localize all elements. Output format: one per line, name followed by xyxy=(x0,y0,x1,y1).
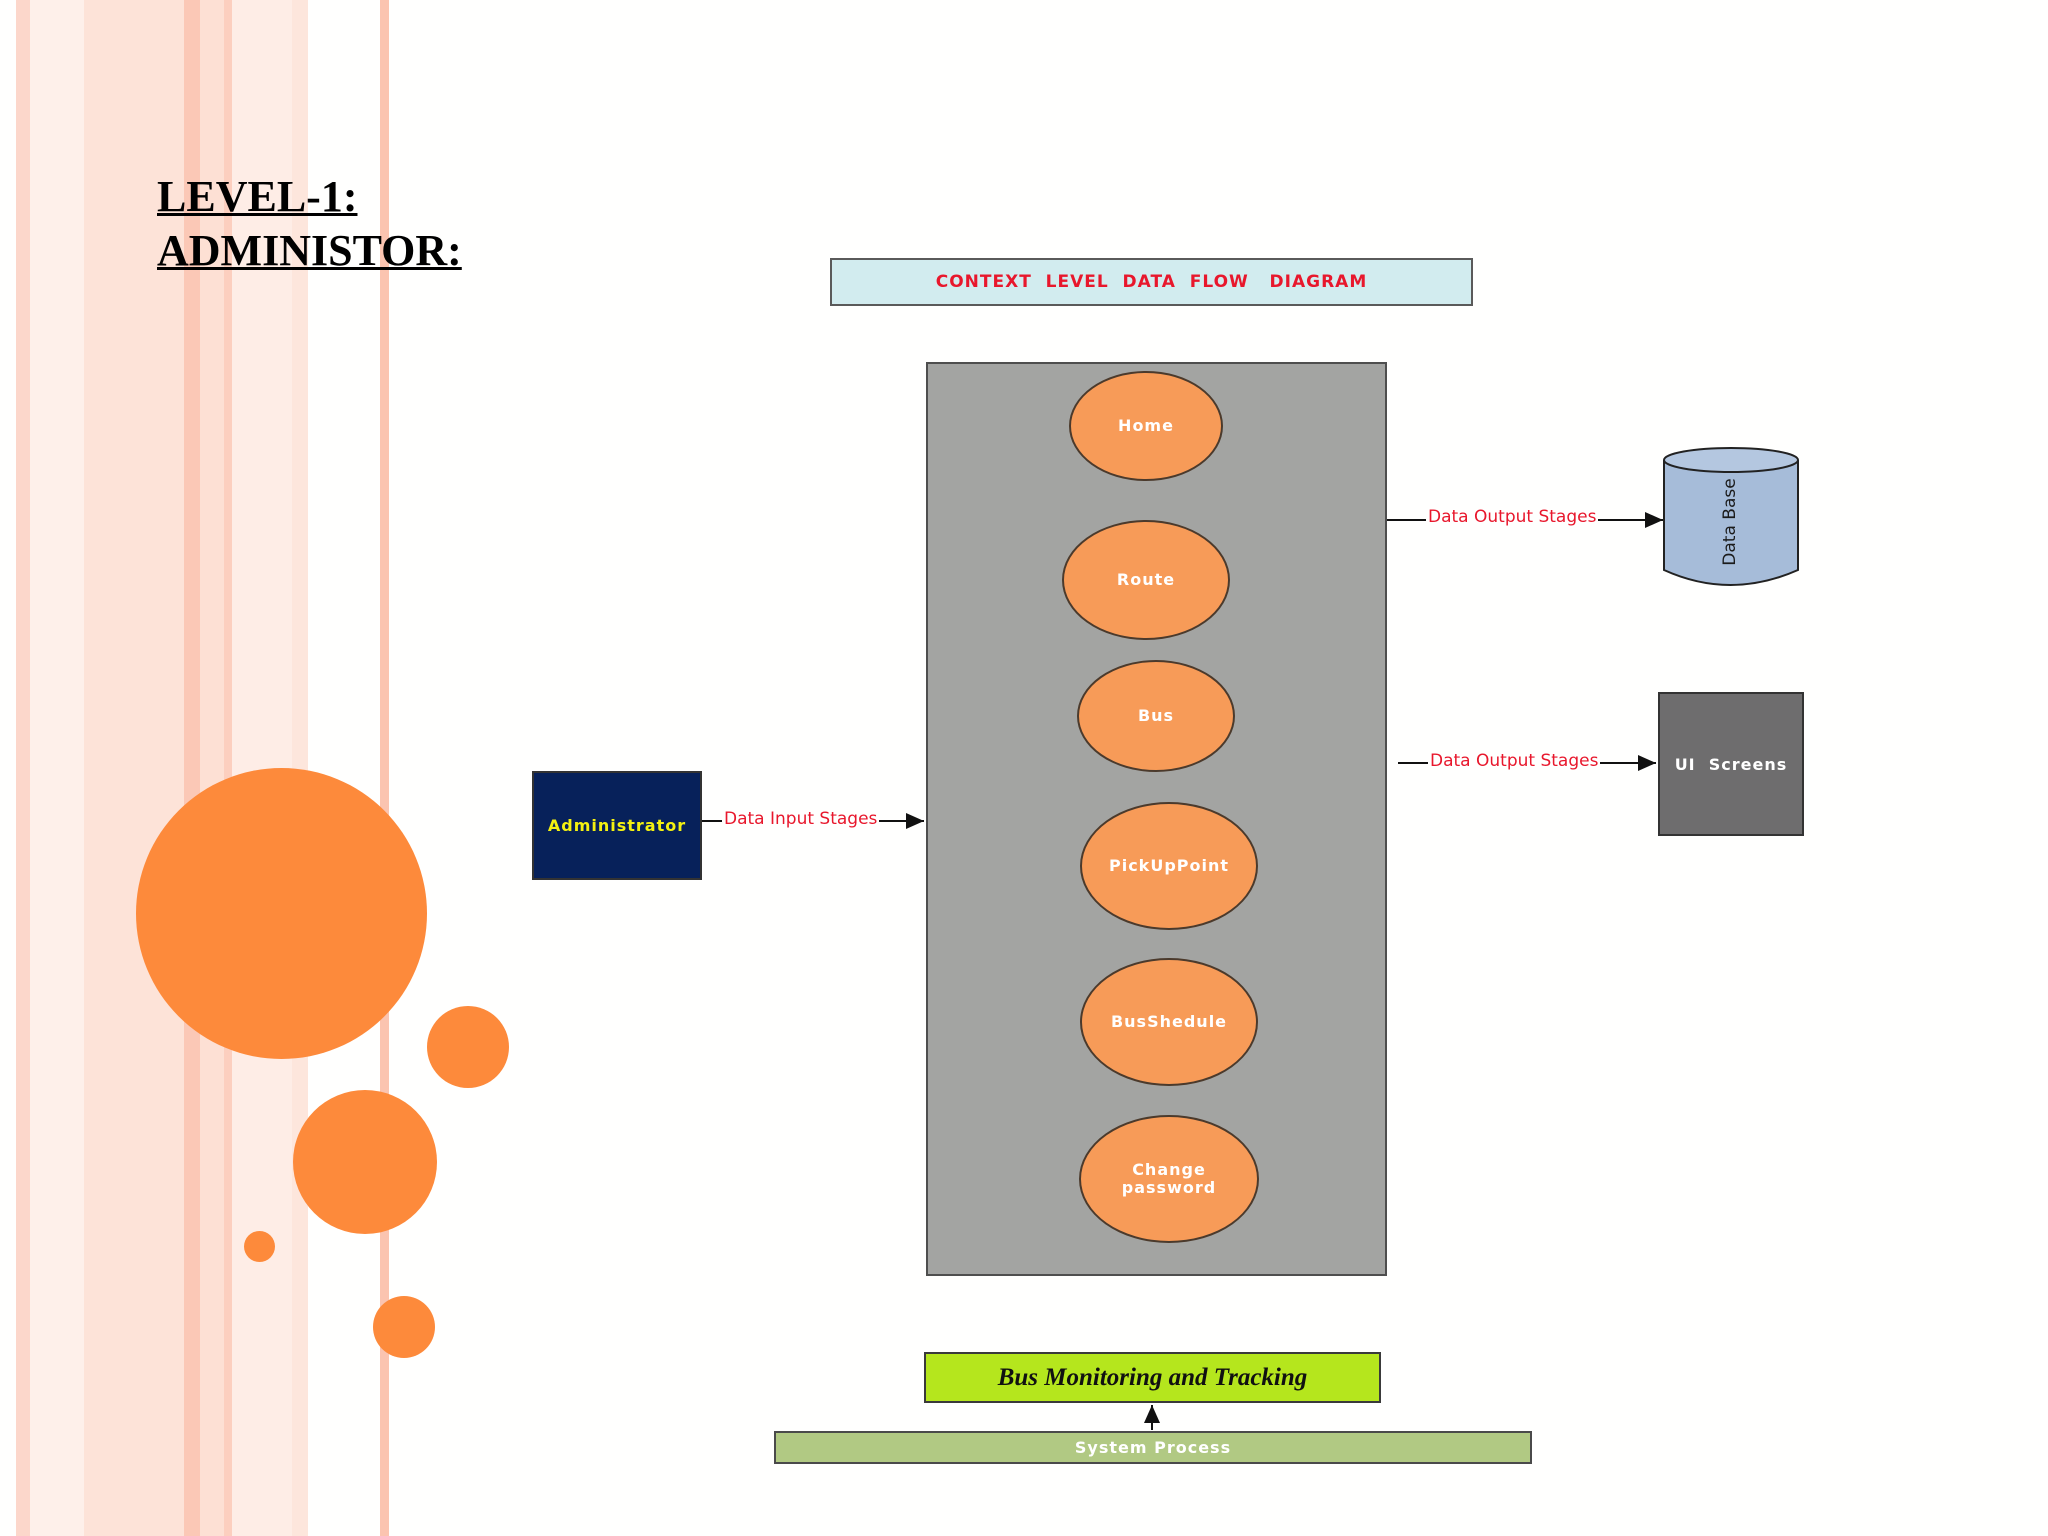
process-route: Route xyxy=(1062,520,1230,640)
system-name-box: Bus Monitoring and Tracking xyxy=(924,1352,1381,1403)
ui-output-flow-label: Data Output Stages xyxy=(1428,751,1601,771)
heading-role: ADMINISTOR: xyxy=(157,226,462,275)
ui-screens-box: UI Screens xyxy=(1658,692,1804,836)
system-process-bar: System Process xyxy=(774,1431,1532,1464)
process-pickuppoint: PickUpPoint xyxy=(1080,802,1258,930)
heading-level: LEVEL-1: xyxy=(157,172,358,221)
input-flow-label: Data Input Stages xyxy=(722,809,880,829)
process-bus: Bus xyxy=(1077,660,1235,772)
db-output-flow-label: Data Output Stages xyxy=(1426,507,1599,527)
process-home: Home xyxy=(1069,371,1223,481)
process-change-password: Change password xyxy=(1079,1115,1259,1243)
diagram-title: CONTEXT LEVEL DATA FLOW DIAGRAM xyxy=(830,258,1473,306)
database-label: Data Base xyxy=(1720,478,1740,566)
process-busshedule: BusShedule xyxy=(1080,958,1258,1086)
decorative-circle-small xyxy=(373,1296,435,1358)
slide-heading: LEVEL-1: ADMINISTOR: xyxy=(157,170,462,278)
decorative-circle-tiny xyxy=(244,1231,275,1262)
decorative-circle-large xyxy=(136,768,427,1059)
decorative-circle-medium xyxy=(293,1090,437,1234)
administrator-entity: Administrator xyxy=(532,771,702,880)
decorative-circle-small xyxy=(427,1006,509,1088)
